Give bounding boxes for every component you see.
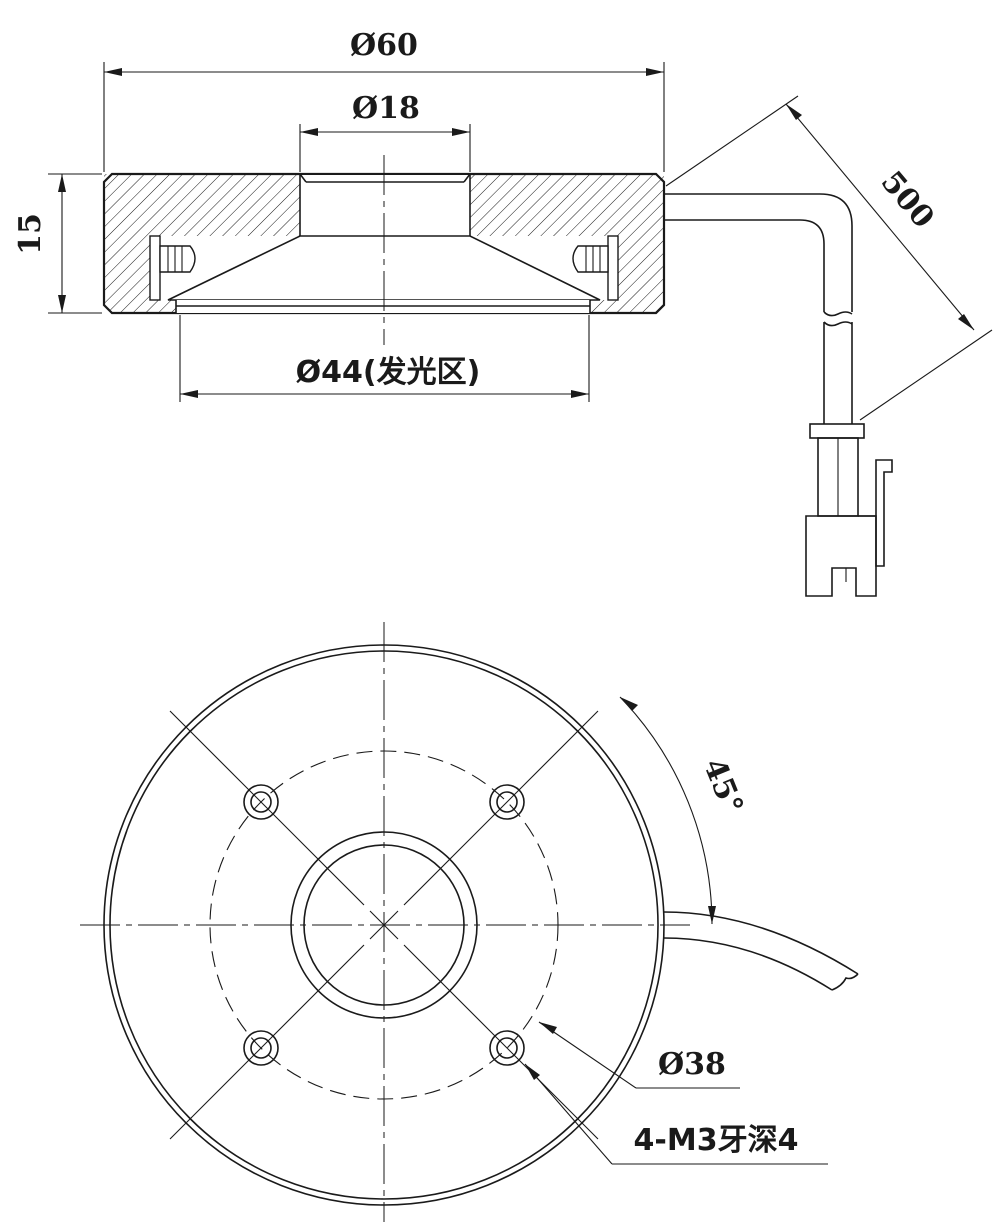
dim-inner-diameter [299,124,471,172]
screw-left [149,235,196,301]
diag-sw [169,944,365,1140]
label-angle: 45° [696,754,750,820]
connector [805,423,893,597]
bore-chamfer-right [463,173,471,183]
diag-nw [169,710,365,906]
bore-void [301,175,469,235]
label-height: 15 [13,213,48,255]
mount-hole-se [489,1030,525,1066]
label-mount-holes: 4-M3牙深4 [634,1123,799,1158]
diag-ne [403,710,599,906]
dim-cable-length [665,95,993,421]
mount-hole-ne [489,784,525,820]
dim-angle [619,696,716,925]
diag-se [403,944,599,1140]
side-section-view: Ø60 Ø18 15 Ø44(发光区) [13,28,993,597]
center-mark-b [369,910,399,940]
bore-chamfer-left [299,173,307,183]
plan-cable [663,911,859,991]
label-emitting-area: Ø44(发光区) [296,355,481,390]
label-outer-diameter: Ø60 [350,28,418,63]
mount-hole-nw [243,784,279,820]
dim-height [48,173,102,314]
leader-bolt-circle [538,1021,740,1089]
mount-hole-sw [243,1030,279,1066]
label-cable-length: 500 [874,165,941,235]
label-inner-diameter: Ø18 [352,91,420,126]
dim-emitting-area [179,315,590,402]
screw-right [572,235,619,301]
dim-outer-diameter [103,62,665,172]
cable [664,193,853,424]
body-outline [102,172,666,315]
leader-mount-holes [524,1063,828,1165]
label-bolt-circle: Ø38 [658,1047,726,1082]
top-plan-view: 45° Ø38 4-M3牙深4 [80,622,859,1222]
lens-cone [167,235,601,301]
